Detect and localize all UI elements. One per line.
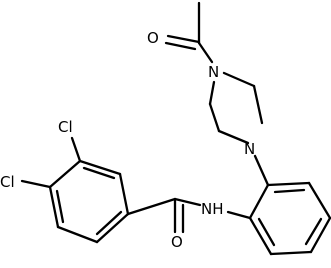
bond-ph-4	[269, 250, 313, 256]
amide-group	[126, 197, 252, 234]
bond-bz-inner-2	[55, 189, 65, 224]
bond-ph-3	[309, 216, 331, 254]
bond-carbonyl-benzene	[126, 197, 177, 216]
bond-bz-inner-3	[82, 166, 116, 180]
piperazine-ring	[208, 71, 264, 145]
bond-bz-4	[48, 159, 82, 189]
bond-bz-5	[78, 159, 122, 176]
bond-bz-3	[48, 185, 60, 229]
bond-pip-3	[217, 129, 250, 145]
bond-nh-carbonyl	[173, 197, 202, 207]
bond-ph-1	[266, 181, 311, 187]
bond-carbonyl-n	[197, 41, 214, 64]
atom-n-aryl: N	[244, 140, 255, 158]
atom-o-acetyl: O	[147, 29, 159, 47]
bond-ph-5	[248, 216, 273, 256]
acetyl-group	[164, 1, 214, 64]
bond-n-phenyl	[253, 154, 270, 187]
bond-pip-1	[222, 71, 256, 88]
dichlorobenzene-ring	[48, 159, 130, 244]
bond-pip-2	[252, 84, 264, 125]
phenyl-ring	[248, 181, 331, 256]
bond-c4-cl	[20, 179, 52, 189]
bond-carbonyl-oxygen-double	[164, 41, 197, 51]
bond-pip-4	[208, 102, 221, 133]
bond-ph-6	[248, 183, 270, 220]
atom-cl-3: Cl	[58, 118, 73, 136]
atom-nh-amide: NH	[201, 200, 224, 218]
bond-bz-inner-1	[95, 210, 123, 236]
bond-bz-6	[118, 172, 130, 216]
bond-pip-5	[208, 80, 216, 106]
bond-ph-inner-2	[304, 217, 323, 246]
atom-cl-4: Cl	[0, 173, 15, 191]
bond-ph-inner-3	[257, 217, 276, 247]
bond-bz-2	[56, 225, 99, 244]
atom-n-acetyl: N	[208, 63, 219, 81]
bond-ph-inner-1	[273, 188, 306, 194]
atom-o-amide: O	[171, 233, 183, 251]
bond-carbonyl-oxygen	[166, 34, 201, 44]
bond-c3-cl	[70, 136, 82, 163]
bond-ph-2	[307, 181, 331, 220]
bond-phenyl-nh	[226, 210, 252, 220]
bond-bz-1	[95, 212, 130, 244]
